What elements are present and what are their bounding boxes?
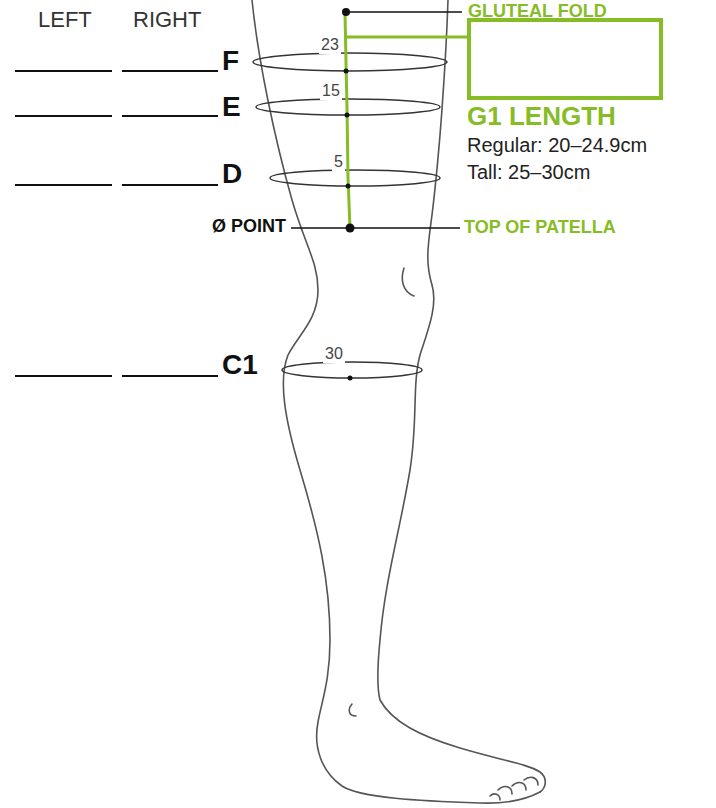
toe-line [524, 777, 538, 785]
blank-lines [15, 71, 218, 376]
entry-box: G1 LENGTHRegular: 20–24.9cmTall: 25–30cm [467, 18, 663, 100]
blank-line [15, 375, 112, 377]
size-range: Tall: 25–30cm [467, 159, 647, 186]
ankle-line [349, 704, 356, 716]
measure-dot [345, 113, 350, 118]
measure-dot [342, 8, 350, 16]
blank-line [122, 375, 218, 377]
column-heading: LEFT [38, 8, 92, 32]
girth-ring [282, 362, 422, 378]
measure-letter: C1 [222, 350, 258, 381]
measure-number: 15 [320, 82, 342, 100]
measure-number: 30 [323, 345, 345, 363]
knee-line [402, 268, 414, 296]
measure-dots [342, 8, 355, 381]
toe-line [498, 787, 512, 794]
g1-box-leader [346, 36, 467, 39]
girth-ring [253, 53, 447, 71]
measure-letter: D [222, 159, 242, 190]
toe-line [490, 794, 500, 800]
box-caption: G1 LENGTHRegular: 20–24.9cmTall: 25–30cm [467, 102, 647, 186]
size-range: Regular: 20–24.9cm [467, 132, 647, 159]
g1-length-line [345, 12, 350, 228]
measure-dot [346, 224, 355, 233]
measure-letter: F [222, 46, 239, 77]
measure-number: 23 [319, 36, 341, 54]
blank-line [122, 115, 218, 117]
measure-dot [346, 184, 351, 189]
gluteal-fold-line [346, 11, 462, 13]
measure-dot [348, 376, 353, 381]
girth-ring [270, 170, 440, 186]
landmark-label: TOP OF PATELLA [464, 218, 616, 238]
blank-line [15, 184, 112, 186]
measure-letter: E [222, 92, 241, 123]
blank-line [15, 115, 112, 117]
toe-line [512, 783, 526, 790]
measure-dot [344, 69, 349, 74]
blank-line [122, 184, 218, 186]
landmark-label: Ø POINT [212, 217, 286, 237]
zero-point-line [291, 227, 460, 229]
blank-line [15, 70, 112, 72]
blank-line [122, 70, 218, 72]
box-heading: G1 LENGTH [467, 102, 647, 132]
column-heading: RIGHT [133, 8, 201, 32]
measure-number: 5 [332, 153, 345, 171]
